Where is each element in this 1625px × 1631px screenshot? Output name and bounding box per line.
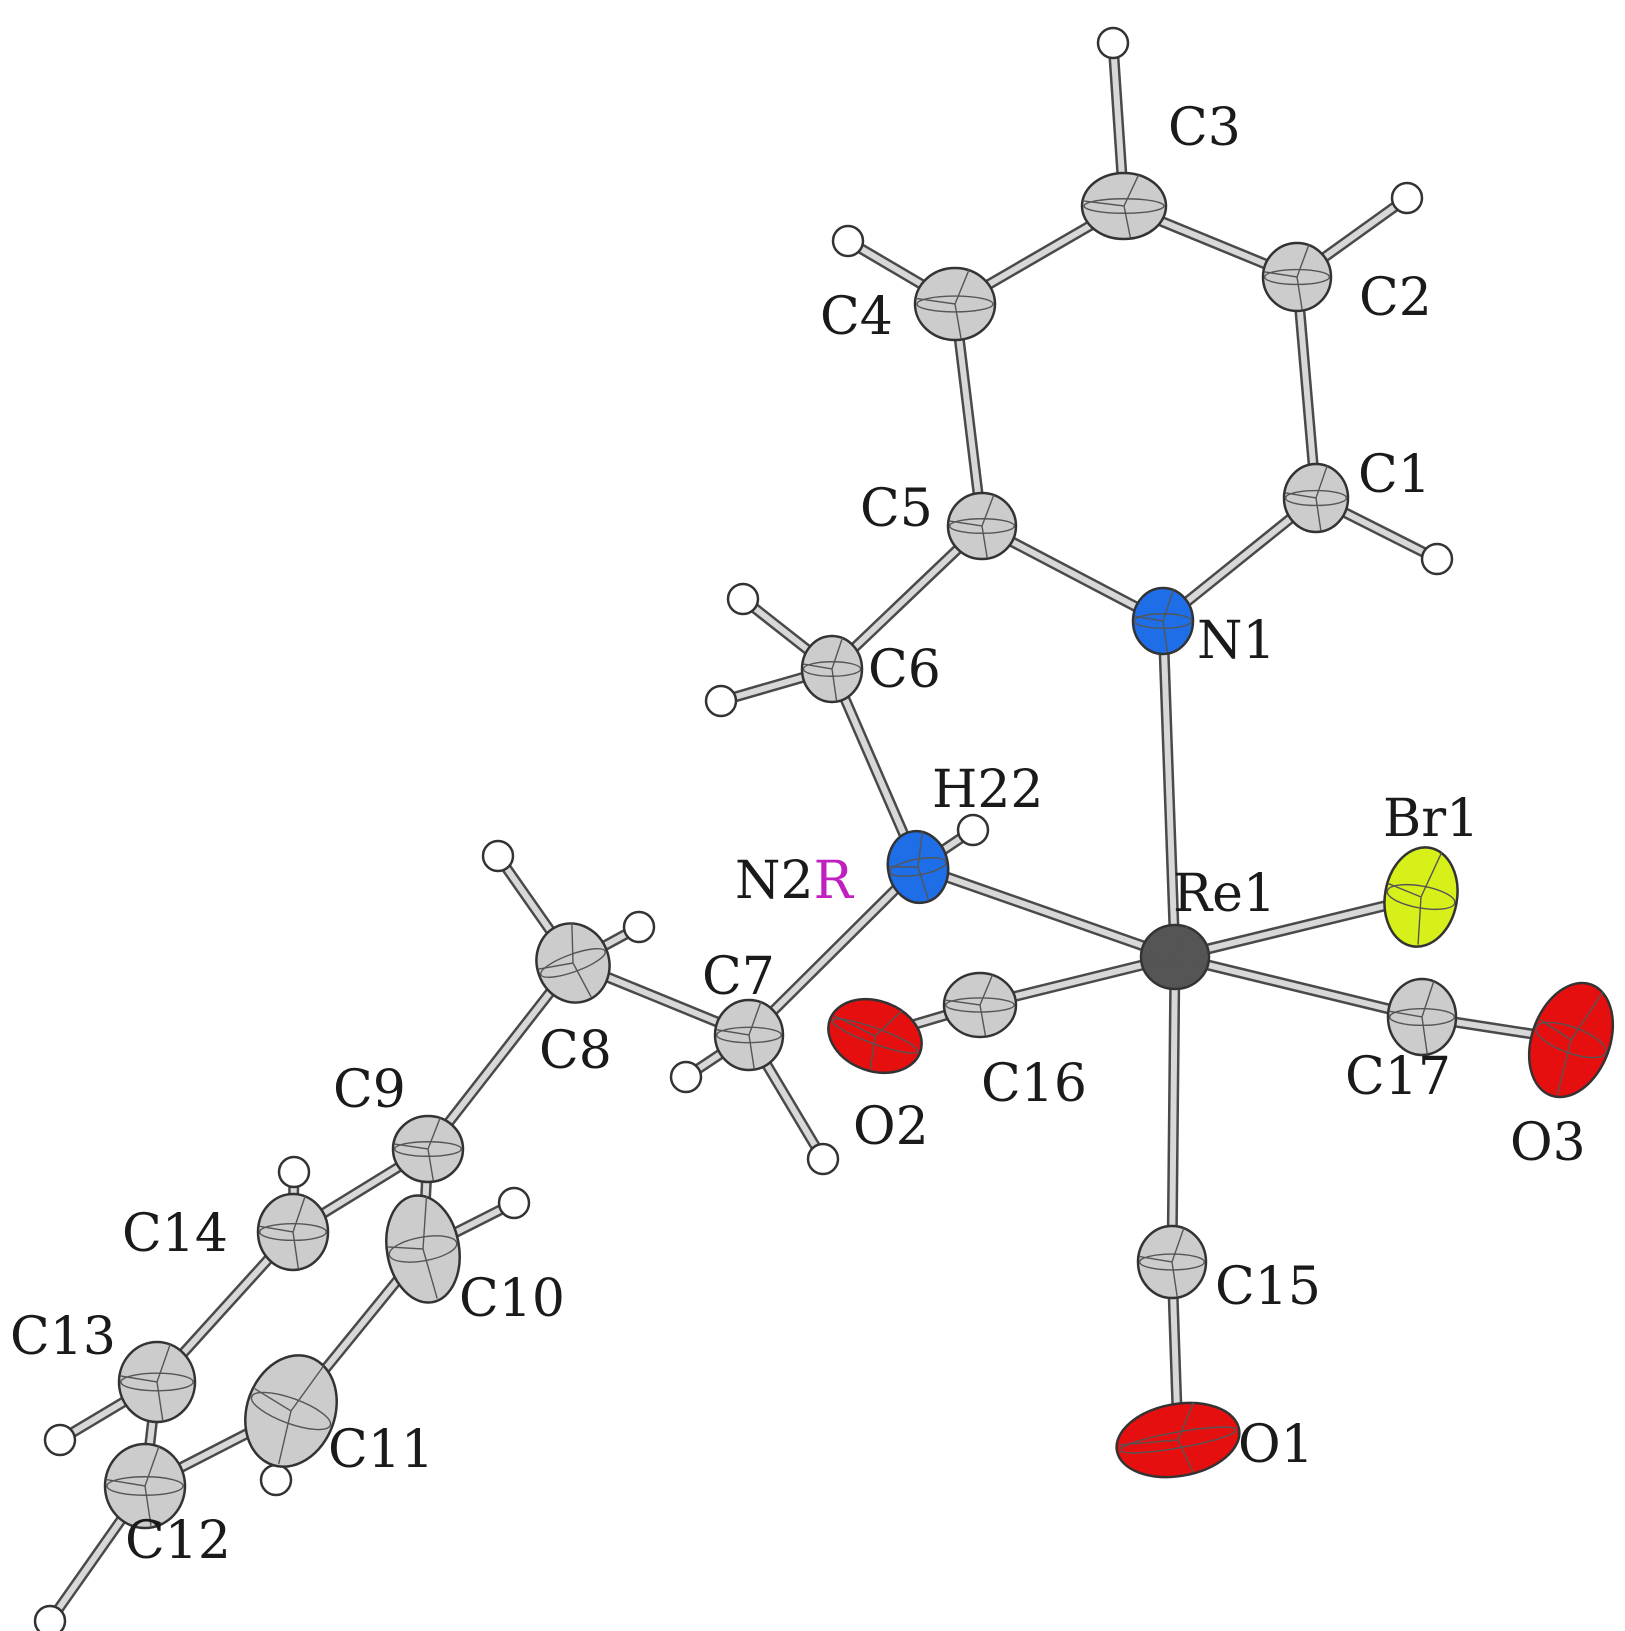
label-c11: C11 — [328, 1420, 434, 1480]
bond-c1-c2 — [1291, 271, 1322, 504]
label-c7: C7 — [702, 947, 775, 1007]
hydrogen-atom-15 — [33, 1604, 67, 1631]
label-re1: Re1 — [1173, 864, 1276, 924]
atom-c13 — [117, 1340, 197, 1424]
atom-c8 — [535, 922, 611, 1004]
label-c6: C6 — [868, 640, 941, 700]
label-o1: O1 — [1238, 1415, 1314, 1475]
atoms — [103, 171, 1615, 1530]
hydrogen-atom-13 — [43, 1423, 77, 1457]
label-c12: C12 — [125, 1511, 231, 1571]
bond-re1-n2 — [912, 861, 1181, 963]
hydrogen-atom-10 — [806, 1142, 840, 1176]
atom-re1 — [1139, 923, 1211, 991]
label-br1: Br1 — [1383, 789, 1479, 849]
atom-c9 — [391, 1114, 465, 1184]
atom-c5 — [946, 491, 1018, 561]
label-c9: C9 — [333, 1060, 406, 1120]
label-n2: N2R — [735, 851, 855, 911]
label-c2: C2 — [1359, 268, 1432, 328]
label-c3: C3 — [1168, 98, 1241, 158]
label-c10: C10 — [459, 1269, 565, 1329]
hydrogen-atom-6 — [704, 684, 738, 718]
hydrogen-atom-4 — [1420, 542, 1454, 576]
stereo-descriptor: R — [814, 851, 855, 911]
atom-c16 — [942, 971, 1018, 1039]
label-c16: C16 — [981, 1054, 1087, 1114]
atom-c2 — [1261, 241, 1333, 313]
label-h22: H22 — [932, 760, 1044, 820]
label-o2: O2 — [853, 1097, 929, 1157]
label-c14: C14 — [122, 1204, 228, 1264]
bond-re1-br1 — [1169, 891, 1427, 963]
atom-c12 — [103, 1442, 187, 1530]
hydrogen-atom-1 — [1096, 26, 1130, 60]
atom-o1 — [1115, 1401, 1241, 1479]
label-o3: O3 — [1510, 1113, 1586, 1173]
atom-h22 — [956, 813, 990, 847]
atom-c3 — [1080, 171, 1168, 241]
atom-c1 — [1282, 462, 1350, 534]
atom-c11 — [244, 1354, 338, 1468]
hydrogen-atom-8 — [622, 910, 656, 944]
bond-re1-n1 — [1157, 615, 1181, 963]
label-c13: C13 — [10, 1307, 116, 1367]
atom-c7 — [713, 998, 785, 1072]
atom-c17 — [1386, 977, 1458, 1057]
hydrogen-atom-3 — [831, 224, 865, 258]
hydrogen-atom-9 — [669, 1060, 703, 1094]
hydrogen-atom-14 — [259, 1463, 293, 1497]
atom-c4 — [913, 266, 997, 342]
bond-c8-c9 — [422, 957, 579, 1155]
atom-n2 — [886, 829, 950, 905]
bonds — [139, 200, 1577, 1492]
atom-c15 — [1136, 1224, 1208, 1300]
label-c15: C15 — [1215, 1257, 1321, 1317]
atom-n1 — [1131, 586, 1195, 656]
label-c1: C1 — [1358, 445, 1431, 505]
label-c8: C8 — [539, 1021, 612, 1081]
hydrogen-atom-12 — [497, 1186, 531, 1220]
label-c17: C17 — [1345, 1047, 1451, 1107]
label-c4: C4 — [820, 287, 893, 347]
atom-c14 — [256, 1192, 330, 1272]
hydrogen-atom-7 — [481, 839, 515, 873]
bond-re1-c17 — [1169, 951, 1428, 1023]
hydrogen-atom-11 — [277, 1155, 311, 1189]
bond-re1-c15 — [1166, 951, 1181, 1268]
atom-o2 — [827, 997, 923, 1075]
label-n1: N1 — [1197, 611, 1276, 671]
atom-c10 — [385, 1194, 461, 1304]
atom-c6 — [800, 634, 864, 704]
hydrogen-atom-5 — [726, 582, 760, 616]
bond-n2-c7 — [743, 861, 924, 1041]
hydrogen-atom-2 — [1390, 181, 1424, 215]
label-c5: C5 — [860, 479, 933, 539]
atom-o3 — [1527, 981, 1615, 1099]
atom-br1 — [1383, 846, 1459, 948]
hydrogen-atoms — [33, 26, 1454, 1631]
